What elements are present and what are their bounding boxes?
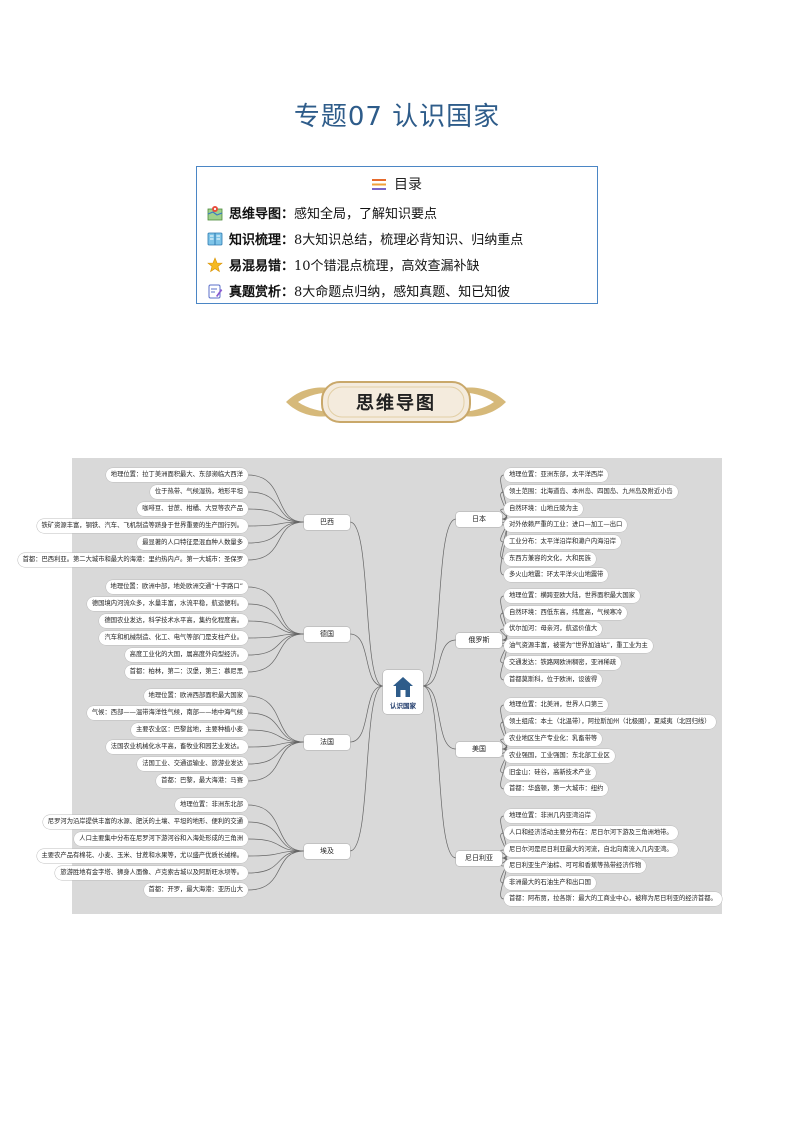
fact-item: 气候：西部——温带海洋性气候，南部——地中海气候 — [86, 706, 248, 720]
fact-item: 东西方兼容的文化，大和民族 — [504, 552, 596, 566]
fact-item: 位于热带、气候湿热，地形平坦 — [149, 485, 248, 499]
fact-item: 主要农业区：巴黎盆地，主要种植小麦 — [130, 723, 248, 737]
country-node-usa[interactable]: 美国 — [456, 742, 502, 757]
fact-item: 地理位置：北美洲，世界人口第三 — [504, 698, 609, 712]
toc-item-desc: 8大命题点归纳，感知真题、知已知彼 — [294, 285, 511, 300]
fact-item: 尼罗河为沿岸提供丰富的水源、肥沃的土壤、平坦的地形、便利的交通 — [42, 815, 248, 829]
country-node-france[interactable]: 法国 — [304, 735, 350, 750]
fact-item: 铁矿资源丰富，钢铁、汽车、飞机制造等跻身于世界重要的生产国行列。 — [36, 519, 248, 533]
fact-item: 首都：阿布贾，拉各斯：最大的工商业中心，被称为尼日利亚的经济首都。 — [504, 892, 722, 906]
country-node-japan[interactable]: 日本 — [456, 512, 502, 527]
fact-item: 地理位置：拉丁美洲面积最大、东部濒临大西洋 — [105, 468, 248, 482]
toc-heading: 目录 — [197, 174, 597, 194]
fact-item: 地理位置：非洲几内亚湾沿岸 — [504, 809, 596, 823]
page-title: 专题07 认识国家 — [293, 102, 501, 132]
fact-item: 自然环境：西低东高，纬度高，气候寒冷 — [504, 606, 628, 620]
fact-item: 首都：开罗，最大海港：亚历山大 — [143, 883, 248, 897]
country-node-germany[interactable]: 德国 — [304, 627, 350, 642]
toc-item-label: 思维导图： — [229, 207, 295, 222]
fact-item: 领土范围：北海道岛、本州岛、四国岛、九州岛及附近小岛 — [504, 485, 678, 499]
fact-item: 油气资源丰富，被誉为“世界加油站”，重工业为主 — [504, 639, 653, 653]
fact-item: 自然环境：山地丘陵为主 — [504, 502, 584, 516]
country-node-brazil[interactable]: 巴西 — [304, 515, 350, 530]
fact-item: 地理位置：横跨亚欧大陆，世界面积最大国家 — [504, 589, 640, 603]
fact-item: 非洲最大的石油生产和出口国 — [504, 876, 596, 890]
map-pin-icon — [207, 206, 223, 221]
toc-item-label: 易混易错： — [229, 259, 295, 274]
fact-item: 多火山地震：环太平洋火山地震带 — [504, 568, 609, 582]
toc-heading-text: 目录 — [394, 177, 422, 193]
fact-item: 领土组成：本土（北温带），阿拉斯加州（北极圈），夏威夷（北回归线） — [504, 715, 716, 729]
fact-item: 汽车和机械制造、化工、电气等部门是支柱产业。 — [99, 631, 248, 645]
toc-item-label: 知识梳理： — [229, 233, 295, 248]
book-icon — [207, 232, 223, 246]
mind-map: 认识国家 巴西 德国 法国 埃及 日本 俄罗斯 美国 尼日利亚 地理位置：拉丁美… — [17, 458, 722, 914]
fact-item: 农业强国，工业强国：东北部工业区 — [504, 749, 615, 763]
fact-item: 首都：柏林，第二：汉堡，第三：慕尼黑 — [124, 665, 248, 679]
section-banner-title: 思维导图 — [356, 393, 436, 414]
fact-item: 高度工业化的大国，属高度外向型经济。 — [124, 648, 248, 662]
fact-item: 德国农业发达，科学技术水平高，集约化程度高。 — [99, 614, 248, 628]
fact-item: 伏尔加河：母亲河，航运价值大 — [504, 622, 603, 636]
fact-item: 旅游胜地有金字塔、狮身人面像、卢克索古城以及阿斯旺水坝等。 — [55, 866, 248, 880]
toc-item-exam[interactable]: 真题赏析：8大命题点归纳，感知真题、知已知彼 — [207, 281, 510, 303]
fact-item: 主要农产品有棉花、小麦、玉米、甘蔗和水果等，尤以盛产优质长绒棉。 — [36, 849, 248, 863]
fact-item: 地理位置：非洲东北部 — [175, 798, 248, 812]
fact-item: 人口主要集中分布在尼罗河下游河谷和入海处形成的三角洲 — [74, 832, 248, 846]
center-node-label: 认识国家 — [390, 702, 416, 710]
toc-item-mistakes[interactable]: 易混易错：10个错混点梳理，高效查漏补缺 — [207, 255, 480, 277]
fact-item: 人口和经济活动主要分布在：尼日尔河下游及三角洲地带。 — [504, 826, 678, 840]
fact-item: 咖啡豆、甘蔗、柑橘、大豆等农产品 — [137, 502, 248, 516]
fact-item: 交通发达：铁路网欧洲稠密，亚洲稀疏 — [504, 656, 622, 670]
fact-item: 工业分布：太平洋沿岸和濑户内海沿岸 — [504, 535, 622, 549]
fact-item: 旧金山：硅谷，高新技术产业 — [504, 766, 596, 780]
star-icon — [207, 257, 223, 273]
country-node-egypt[interactable]: 埃及 — [304, 844, 350, 859]
fact-item: 对外依赖严重的工业：进口—加工—出口 — [504, 518, 628, 532]
toc-item-knowledge[interactable]: 知识梳理：8大知识总结，梳理必背知识、归纳重点 — [207, 229, 523, 251]
fact-item: 农业地区生产专业化：乳畜带等 — [504, 732, 603, 746]
country-node-russia[interactable]: 俄罗斯 — [456, 633, 502, 648]
toc-item-desc: 8大知识总结，梳理必背知识、归纳重点 — [294, 233, 524, 248]
toc-item-desc: 10个错混点梳理，高效查漏补缺 — [294, 259, 480, 274]
fact-item: 地理位置：欧洲中部，地处欧洲交通“十字路口” — [105, 580, 248, 594]
home-icon — [393, 677, 413, 697]
fact-item: 尼日尔河是尼日利亚最大的河流，自北向南流入几内亚湾。 — [504, 843, 678, 857]
edit-note-icon — [208, 284, 223, 299]
fact-item: 首都：巴西利亚。第二大城市和最大的海港：里约热内卢。第一大城市：圣保罗 — [17, 553, 248, 567]
toc-item-label: 真题赏析： — [229, 285, 295, 300]
toc-item-desc: 感知全局，了解知识要点 — [294, 207, 438, 222]
fact-item: 首都：巴黎，最大海港：马赛 — [156, 774, 248, 788]
fact-item: 地理位置：亚洲东部，太平洋西岸 — [504, 468, 609, 482]
fact-item: 首都莫斯科，位于欧洲，设彼得 — [504, 673, 603, 687]
country-node-nigeria[interactable]: 尼日利亚 — [456, 851, 502, 866]
fact-item: 法国农业机械化水平高，畜牧业和园艺业发达。 — [105, 740, 248, 754]
toc-item-mindmap[interactable]: 思维导图：感知全局，了解知识要点 — [207, 203, 437, 225]
fact-item: 尼日利亚生产油棕、可可和香蕉等热带经济作物 — [504, 859, 647, 873]
fact-item: 德国境内河流众多，水量丰富，水流平稳，航运便利。 — [86, 597, 248, 611]
list-icon — [372, 179, 386, 190]
mind-map-center-node[interactable]: 认识国家 — [383, 670, 423, 714]
fact-item: 最显著的人口特征是混血种人数量多 — [137, 536, 248, 550]
table-of-contents: 目录 思维导图：感知全局，了解知识要点 知识梳理：8大知识总结，梳理必背知识、归… — [196, 166, 598, 304]
fact-item: 首都：华盛顿，第一大城市：纽约 — [504, 782, 609, 796]
fact-item: 法国工业、交通运输业、旅游业发达 — [137, 757, 248, 771]
section-banner-ornament — [286, 381, 506, 423]
fact-item: 地理位置：欧洲西部面积最大国家 — [143, 689, 248, 703]
